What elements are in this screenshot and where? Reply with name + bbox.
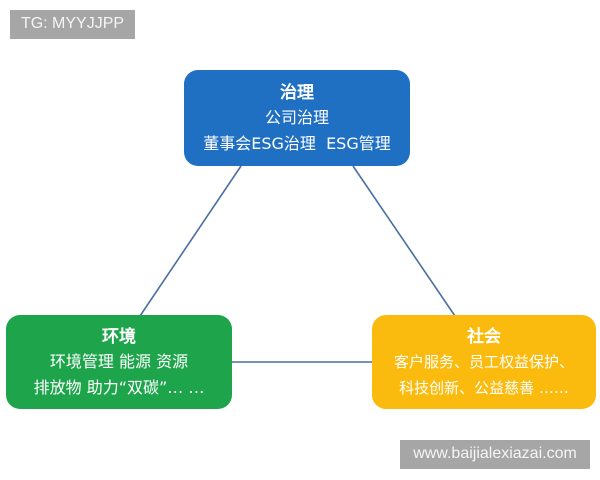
social-title: 社会	[467, 327, 501, 347]
edge-governance-environment	[139, 165, 242, 317]
watermark-top-left: TG: MYYJJPP	[10, 10, 135, 39]
environment-title: 环境	[102, 327, 136, 347]
environment-line-1: 环境管理 能源 资源	[49, 352, 189, 371]
edge-governance-social	[352, 165, 456, 317]
governance-line-1: 公司治理	[264, 108, 329, 127]
governance-line-2: 董事会ESG治理 ESG管理	[203, 134, 391, 153]
governance-title: 治理	[280, 83, 314, 103]
social-node: 社会 客户服务、员工权益保护、 科技创新、公益慈善 ……	[372, 315, 596, 409]
social-line-1: 客户服务、员工权益保护、	[393, 353, 574, 371]
watermark-bottom-right: www.baijialexiazai.com	[400, 440, 590, 469]
environment-line-2: 排放物 助力“双碳”… …	[33, 378, 205, 397]
social-line-2: 科技创新、公益慈善 ……	[399, 379, 569, 397]
governance-node: 治理 公司治理 董事会ESG治理 ESG管理	[184, 70, 410, 166]
environment-node: 环境 环境管理 能源 资源 排放物 助力“双碳”… …	[6, 315, 232, 409]
